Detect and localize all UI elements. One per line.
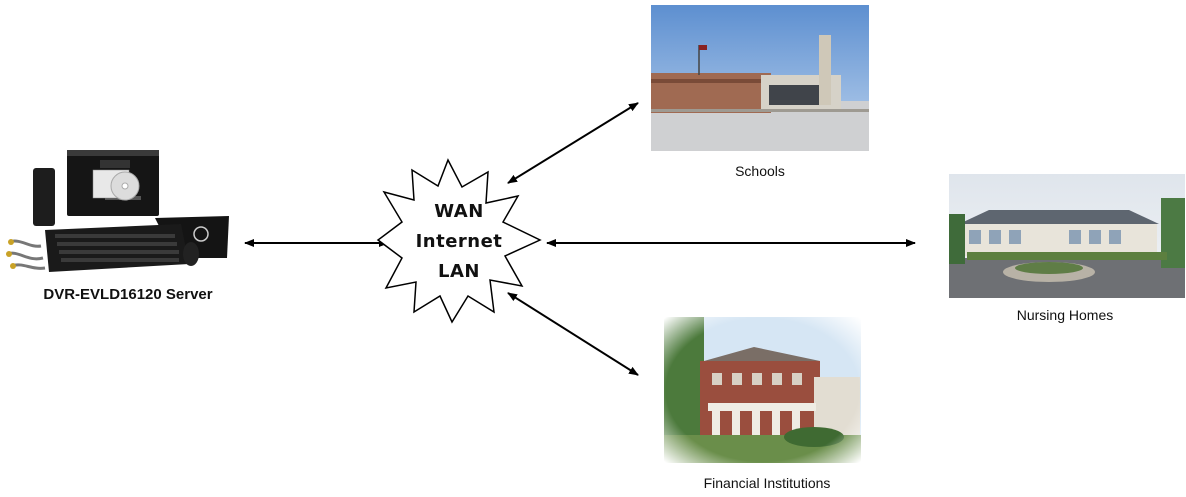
- financial-photo: [664, 317, 861, 463]
- schools-photo: [651, 5, 869, 151]
- network-cloud-starburst: [376, 158, 542, 324]
- network-line-lan: LAN: [438, 261, 480, 282]
- server-label: DVR-EVLD16120 Server: [43, 286, 213, 303]
- nursing-homes-photo: [949, 174, 1185, 298]
- network-label: WAN Internet LAN: [389, 197, 529, 287]
- nursing-homes-label: Nursing Homes: [1016, 307, 1114, 323]
- schools-label: Schools: [735, 163, 785, 179]
- arrow-network-schools: [507, 102, 639, 184]
- network-line-wan: WAN: [434, 201, 484, 222]
- school-building-photo: [651, 5, 869, 151]
- arrow-network-financial: [507, 292, 639, 376]
- nursing-home-building-photo: [949, 174, 1185, 298]
- financial-label: Financial Institutions: [703, 475, 831, 491]
- network-line-internet: Internet: [415, 231, 503, 252]
- bank-building-photo: [664, 317, 861, 463]
- server-node: [5, 150, 237, 280]
- dvr-server-icon: [6, 150, 229, 272]
